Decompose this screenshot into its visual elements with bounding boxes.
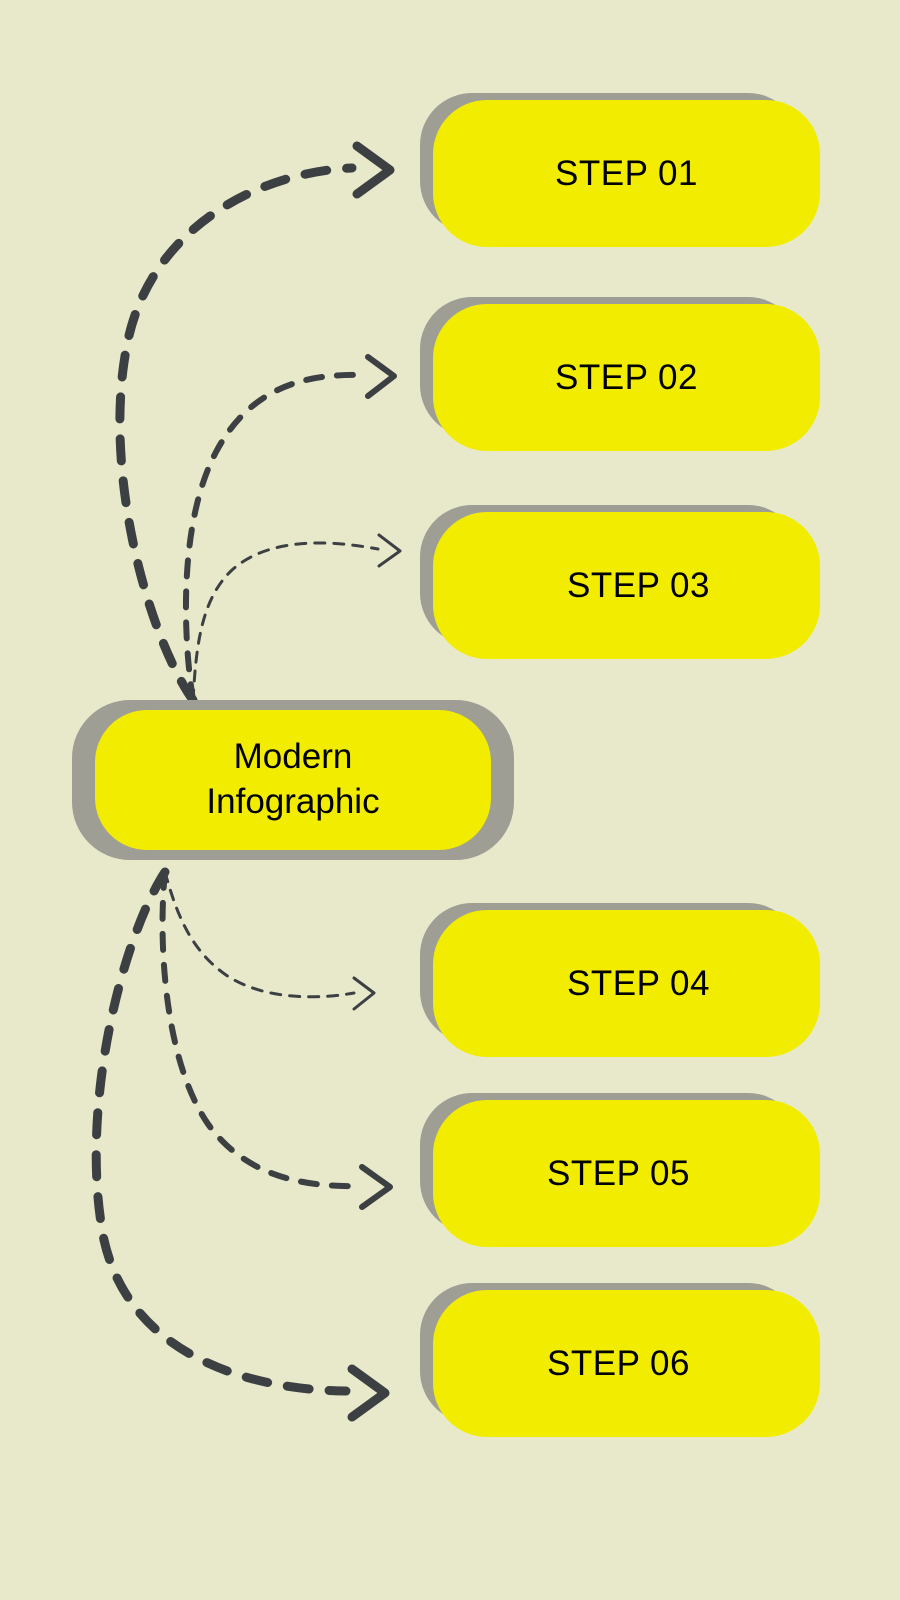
connector-step-06 <box>91 867 390 1422</box>
center-node-face[interactable]: Modern Infographic <box>95 710 491 850</box>
connector-step-05 <box>159 869 393 1210</box>
connector-step-02 <box>182 354 397 703</box>
step-card-02-label: STEP 02 <box>555 357 698 397</box>
step-card-04-face[interactable]: STEP 04 <box>433 910 820 1057</box>
step-card-03-face[interactable]: STEP 03 <box>433 512 820 659</box>
step-card-04-label: STEP 04 <box>567 963 710 1003</box>
step-card-01-label: STEP 01 <box>555 153 698 193</box>
connector-step-03 <box>191 533 402 702</box>
step-card-05-face[interactable]: STEP 05 <box>433 1100 820 1247</box>
step-card-06-label: STEP 06 <box>547 1343 690 1383</box>
center-node-title-line-1: Modern <box>233 737 353 777</box>
step-card-05-label: STEP 05 <box>547 1153 690 1193</box>
step-card-02-face[interactable]: STEP 02 <box>433 304 820 451</box>
center-node-title-line-2: Infographic <box>206 782 380 821</box>
center-node[interactable]: Modern Infographic <box>72 700 514 860</box>
step-card-06-face[interactable]: STEP 06 <box>433 1290 820 1437</box>
connector-step-01 <box>115 141 395 705</box>
connector-step-04 <box>163 870 376 1011</box>
step-card-03-label: STEP 03 <box>567 565 710 605</box>
step-card-01-face[interactable]: STEP 01 <box>433 100 820 247</box>
